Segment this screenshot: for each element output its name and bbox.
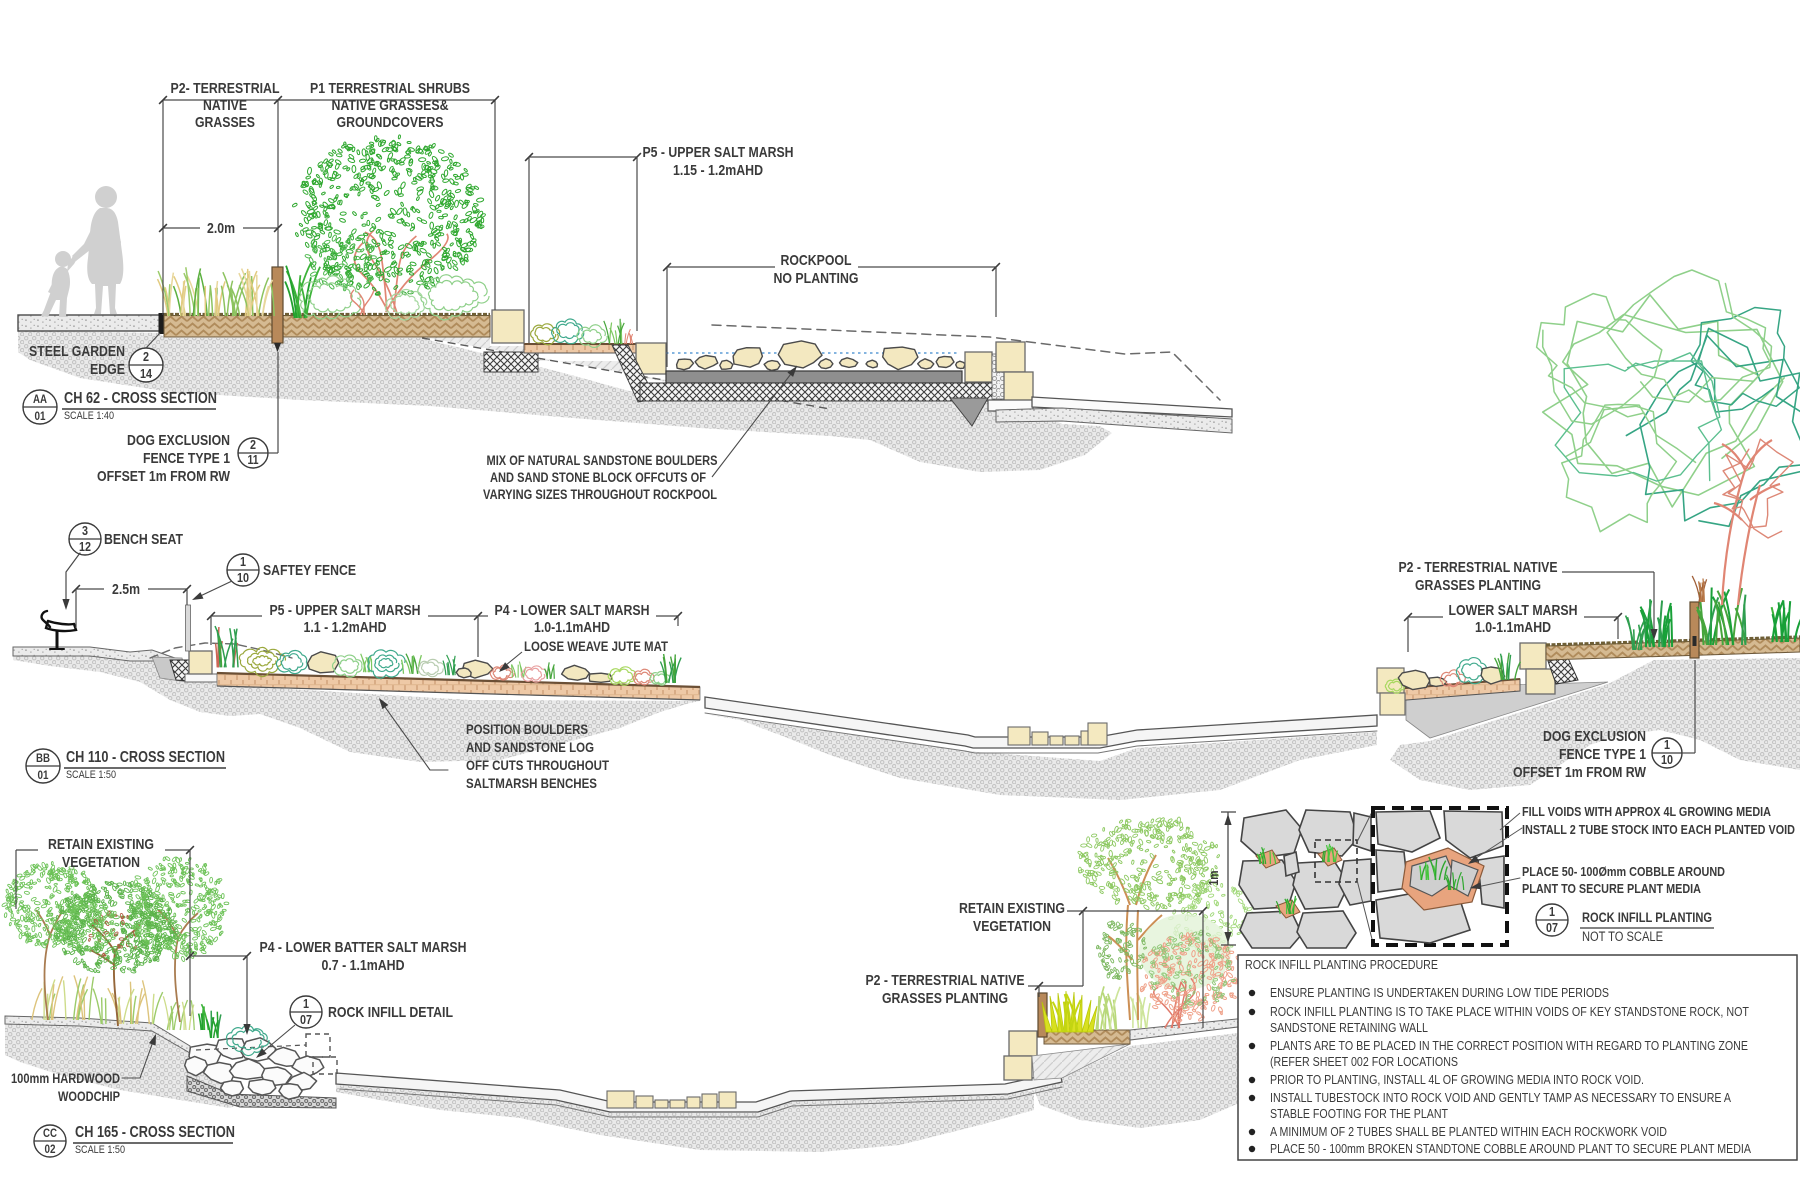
- svg-text:01: 01: [35, 409, 46, 423]
- svg-text:STEEL GARDEN: STEEL GARDEN: [29, 343, 125, 360]
- svg-text:PLACE 50 - 100mm BROKEN STANDT: PLACE 50 - 100mm BROKEN STANDTONE COBBLE…: [1270, 1141, 1751, 1156]
- svg-text:1: 1: [303, 996, 309, 1011]
- svg-text:FILL VOIDS WITH APPROX 4L GROW: FILL VOIDS WITH APPROX 4L GROWING MEDIA: [1522, 804, 1771, 819]
- svg-text:1: 1: [1549, 904, 1555, 919]
- svg-text:PRIOR TO PLANTING, INSTALL 4L: PRIOR TO PLANTING, INSTALL 4L OF GROWING…: [1270, 1072, 1644, 1087]
- svg-text:SALTMARSH BENCHES: SALTMARSH BENCHES: [466, 775, 597, 791]
- svg-text:SAFTEY FENCE: SAFTEY FENCE: [263, 562, 356, 579]
- svg-text:3: 3: [82, 523, 88, 538]
- svg-text:1m: 1m: [1206, 871, 1221, 886]
- svg-text:1.0-1.1mAHD: 1.0-1.1mAHD: [1475, 619, 1551, 636]
- svg-text:OFF CUTS THROUGHOUT: OFF CUTS THROUGHOUT: [466, 757, 609, 773]
- svg-text:ROCK INFILL DETAIL: ROCK INFILL DETAIL: [328, 1004, 453, 1021]
- svg-text:GRASSES: GRASSES: [195, 114, 255, 131]
- svg-text:RETAIN EXISTING: RETAIN EXISTING: [48, 836, 154, 853]
- svg-text:11: 11: [248, 452, 259, 467]
- svg-text:P1 TERRESTRIAL SHRUBS: P1 TERRESTRIAL SHRUBS: [310, 80, 470, 97]
- svg-text:VARYING SIZES THROUGHOUT ROCKP: VARYING SIZES THROUGHOUT ROCKPOOL: [483, 487, 717, 502]
- svg-text:P2 - TERRESTRIAL NATIVE: P2 - TERRESTRIAL NATIVE: [1399, 559, 1558, 576]
- svg-text:01: 01: [38, 768, 49, 782]
- svg-text:2.0m: 2.0m: [207, 220, 235, 237]
- svg-text:P4 - LOWER SALT MARSH: P4 - LOWER SALT MARSH: [495, 602, 650, 619]
- svg-text:ROCK INFILL PLANTING IS TO TA: ROCK INFILL PLANTING IS TO TAKE PLACE WI…: [1270, 1004, 1749, 1019]
- svg-text:NOT TO SCALE: NOT TO SCALE: [1582, 929, 1663, 944]
- svg-text:CH 62 - CROSS SECTION: CH 62 - CROSS SECTION: [64, 390, 217, 407]
- svg-text:RETAIN EXISTING: RETAIN EXISTING: [959, 900, 1065, 917]
- svg-text:14: 14: [140, 366, 153, 381]
- svg-text:CH 165 - CROSS SECTION: CH 165 - CROSS SECTION: [75, 1124, 235, 1141]
- svg-text:NATIVE GRASSES&: NATIVE GRASSES&: [332, 97, 449, 114]
- svg-text:STABLE FOOTING FOR THE PLANT: STABLE FOOTING FOR THE PLANT: [1270, 1106, 1448, 1121]
- svg-text:P4 - LOWER BATTER SALT MARSH: P4 - LOWER BATTER SALT MARSH: [260, 939, 467, 956]
- svg-text:10: 10: [237, 570, 249, 585]
- svg-text:DOG EXCLUSION: DOG EXCLUSION: [1543, 728, 1646, 745]
- svg-text:GROUNDCOVERS: GROUNDCOVERS: [337, 114, 444, 131]
- svg-text:NO PLANTING: NO PLANTING: [774, 270, 859, 287]
- svg-text:NATIVE: NATIVE: [203, 97, 247, 114]
- svg-text:P5 - UPPER SALT MARSH: P5 - UPPER SALT MARSH: [643, 144, 794, 161]
- svg-text:FENCE TYPE 1: FENCE TYPE 1: [1559, 746, 1646, 763]
- svg-text:2.5m: 2.5m: [112, 581, 140, 598]
- svg-text:A MINIMUM OF 2 TUBES SHALL BE: A MINIMUM OF 2 TUBES SHALL BE PLANTED WI…: [1270, 1124, 1667, 1139]
- svg-text:1: 1: [240, 554, 246, 569]
- svg-text:GRASSES PLANTING: GRASSES PLANTING: [1415, 577, 1541, 594]
- svg-text:1.15 - 1.2mAHD: 1.15 - 1.2mAHD: [673, 162, 763, 179]
- svg-text:ENSURE PLANTING IS UNDERTAKEN: ENSURE PLANTING IS UNDERTAKEN DURING LOW…: [1270, 985, 1609, 1000]
- svg-text:(REFER SHEET 002 FOR LOCATIONS: (REFER SHEET 002 FOR LOCATIONS: [1270, 1054, 1458, 1069]
- svg-text:07: 07: [300, 1012, 312, 1027]
- svg-text:SCALE 1:50: SCALE 1:50: [75, 1144, 125, 1156]
- svg-text:2: 2: [143, 349, 149, 364]
- svg-text:OFFSET 1m FROM RW: OFFSET 1m FROM RW: [1513, 764, 1647, 781]
- svg-text:AND SANDSTONE LOG: AND SANDSTONE LOG: [466, 739, 594, 755]
- svg-text:ROCKPOOL: ROCKPOOL: [781, 252, 852, 269]
- svg-text:MIX OF NATURAL SANDSTONE BOULD: MIX OF NATURAL SANDSTONE BOULDERS: [487, 453, 718, 468]
- svg-text:AA: AA: [33, 392, 47, 406]
- svg-text:CH 110 - CROSS SECTION: CH 110 - CROSS SECTION: [66, 749, 225, 766]
- svg-text:100mm HARDWOOD: 100mm HARDWOOD: [11, 1071, 120, 1086]
- svg-text:1: 1: [1664, 737, 1670, 752]
- svg-text:1.1 - 1.2mAHD: 1.1 - 1.2mAHD: [304, 619, 387, 636]
- svg-text:VEGETATION: VEGETATION: [62, 854, 140, 871]
- svg-text:LOWER SALT MARSH: LOWER SALT MARSH: [1449, 602, 1578, 619]
- svg-text:INSTALL TUBESTOCK INTO ROCK VO: INSTALL TUBESTOCK INTO ROCK VOID AND GEN…: [1270, 1090, 1731, 1105]
- svg-text:POSITION BOULDERS: POSITION BOULDERS: [466, 721, 588, 737]
- svg-text:BENCH SEAT: BENCH SEAT: [104, 531, 183, 548]
- svg-text:FENCE TYPE 1: FENCE TYPE 1: [143, 450, 230, 467]
- svg-text:PLANTS ARE TO BE PLACED IN THE: PLANTS ARE TO BE PLACED IN THE CORRECT P…: [1270, 1038, 1748, 1053]
- svg-text:SCALE 1:50: SCALE 1:50: [66, 769, 116, 781]
- svg-text:P2 - TERRESTRIAL NATIVE: P2 - TERRESTRIAL NATIVE: [866, 972, 1025, 989]
- svg-text:DOG EXCLUSION: DOG EXCLUSION: [127, 432, 230, 449]
- svg-text:12: 12: [79, 539, 91, 554]
- svg-text:VEGETATION: VEGETATION: [973, 918, 1051, 935]
- svg-text:10: 10: [1661, 752, 1673, 767]
- svg-text:WOODCHIP: WOODCHIP: [58, 1089, 120, 1104]
- svg-text:PLACE 50- 100Ømm COBBLE AROUND: PLACE 50- 100Ømm COBBLE AROUND: [1522, 864, 1725, 879]
- svg-text:BB: BB: [36, 751, 50, 765]
- svg-text:P2- TERRESTRIAL: P2- TERRESTRIAL: [171, 80, 280, 97]
- svg-text:0.7 - 1.1mAHD: 0.7 - 1.1mAHD: [322, 957, 405, 974]
- svg-text:2: 2: [250, 437, 256, 452]
- svg-text:EDGE: EDGE: [90, 361, 125, 378]
- svg-text:ROCK INFILL PLANTING: ROCK INFILL PLANTING: [1582, 910, 1712, 925]
- svg-text:02: 02: [45, 1142, 56, 1156]
- svg-text:CC: CC: [43, 1126, 57, 1140]
- svg-text:OFFSET 1m FROM RW: OFFSET 1m FROM RW: [97, 468, 231, 485]
- svg-text:07: 07: [1546, 920, 1558, 935]
- svg-text:INSTALL 2 TUBE STOCK INTO EACH: INSTALL 2 TUBE STOCK INTO EACH PLANTED V…: [1522, 822, 1795, 837]
- svg-text:1.0-1.1mAHD: 1.0-1.1mAHD: [534, 619, 610, 636]
- svg-text:SANDSTONE RETAINING WALL: SANDSTONE RETAINING WALL: [1270, 1020, 1428, 1035]
- svg-text:GRASSES PLANTING: GRASSES PLANTING: [882, 990, 1008, 1007]
- svg-text:P5 - UPPER SALT MARSH: P5 - UPPER SALT MARSH: [270, 602, 421, 619]
- svg-text:AND SAND STONE BLOCK OFFCUTS O: AND SAND STONE BLOCK OFFCUTS OF: [490, 470, 706, 485]
- svg-text:ROCK INFILL PLANTING PROCEDURE: ROCK INFILL PLANTING PROCEDURE: [1245, 957, 1438, 972]
- svg-text:SCALE 1:40: SCALE 1:40: [64, 410, 114, 422]
- svg-text:LOOSE WEAVE JUTE MAT: LOOSE WEAVE JUTE MAT: [524, 638, 668, 654]
- svg-text:PLANT TO SECURE PLANT MEDIA: PLANT TO SECURE PLANT MEDIA: [1522, 881, 1701, 896]
